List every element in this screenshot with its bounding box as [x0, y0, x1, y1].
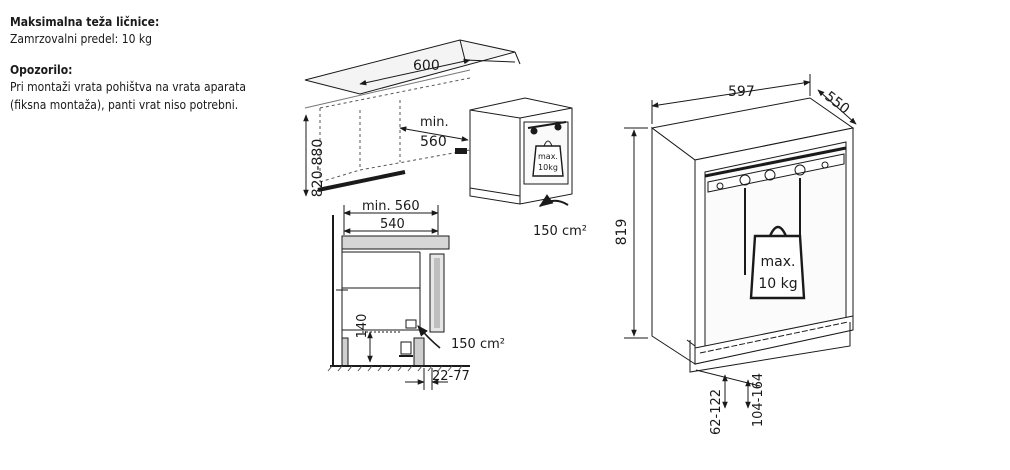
- notes-panel: Maksimalna teža ličnice: Zamrzovalni pre…: [10, 14, 290, 114]
- niche-badge-line1: max.: [538, 152, 558, 161]
- appliance-height-label: 819: [614, 219, 630, 246]
- niche-height-label: 820-880: [310, 139, 326, 198]
- section-width: 540: [380, 217, 405, 232]
- section-min-depth: min. 560: [362, 199, 420, 214]
- max-load-text: Zamrzovalni predel: 10 kg: [10, 32, 153, 46]
- section-plinth-height: 140: [355, 314, 370, 339]
- appliance-foot-range-b: 104-164: [751, 373, 766, 427]
- warning-heading: Opozorilo:: [10, 63, 73, 77]
- appliance-view: [624, 74, 857, 409]
- niche-min-label: min.: [420, 115, 449, 130]
- appliance-foot-range-a: 62-122: [709, 389, 724, 435]
- warning-line-1: Pri montaži vrata pohištva na vrata apar…: [10, 80, 246, 94]
- warning-line-2: (fiksna montaža), panti vrat niso potreb…: [10, 98, 239, 112]
- section-view: [327, 205, 470, 390]
- niche-perspective-view: [303, 39, 573, 207]
- max-load-heading: Maksimalna teža ličnice:: [10, 15, 160, 29]
- appliance-width-label: 597: [728, 84, 755, 100]
- niche-min-value: 560: [420, 134, 447, 150]
- appliance-badge-line1: max.: [761, 254, 796, 270]
- section-ventilation: 150 cm²: [451, 337, 505, 352]
- appliance-badge-line2: 10 kg: [758, 276, 797, 292]
- niche-ventilation-label: 150 cm²: [533, 224, 587, 239]
- niche-badge-line2: 10kg: [538, 163, 558, 172]
- section-plinth-offset: 22-77: [432, 369, 470, 384]
- niche-depth-label: 600: [413, 58, 440, 74]
